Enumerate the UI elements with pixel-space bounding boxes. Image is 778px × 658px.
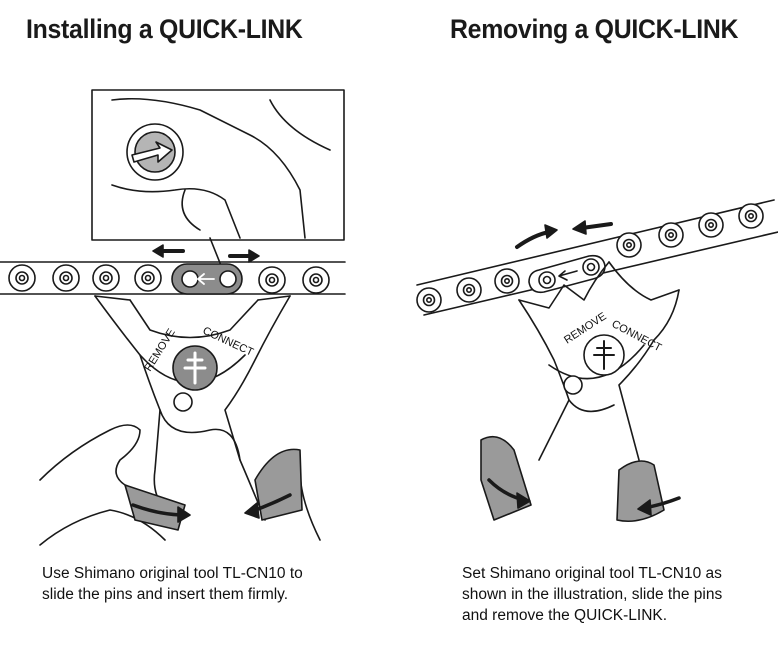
arrow-up-icon [515, 230, 551, 249]
tl-cn10-tool [94, 295, 291, 521]
removing-caption: Set Shimano original tool TL-CN10 as sho… [462, 563, 772, 626]
chain-rollers [416, 203, 764, 313]
quick-link [171, 263, 243, 295]
arrow-left-icon [580, 222, 613, 230]
installing-caption-line: slide the pins and insert them firmly. [42, 586, 289, 603]
right-grip [616, 460, 665, 523]
removing-panel: Removing a QUICK-LINK [389, 0, 778, 658]
right-grip [254, 448, 303, 521]
removing-title: Removing a QUICK-LINK [450, 14, 739, 44]
chain [0, 261, 346, 295]
installing-illustration: REMOVE CONNECT [0, 89, 346, 546]
slide-arrow-icon [131, 141, 173, 163]
quick-link [528, 254, 606, 294]
removing-caption-line: and remove the QUICK-LINK. [462, 607, 668, 624]
chain-rollers [8, 264, 330, 294]
installing-caption-line: Use Shimano original tool TL-CN10 to [42, 565, 303, 582]
tl-cn10-tool [518, 261, 680, 461]
inset-detail [91, 89, 345, 284]
chain [416, 199, 778, 316]
removing-caption-line: shown in the illustration, slide the pin… [462, 586, 723, 603]
installing-panel: Installing a QUICK-LINK [0, 14, 346, 605]
installing-caption: Use Shimano original tool TL-CN10 to sli… [42, 563, 342, 605]
installing-title: Installing a QUICK-LINK [26, 14, 303, 44]
left-grip [124, 484, 186, 531]
removing-caption-line: Set Shimano original tool TL-CN10 as [462, 565, 722, 582]
removing-illustration: REMOVE CONNECT [416, 199, 778, 523]
